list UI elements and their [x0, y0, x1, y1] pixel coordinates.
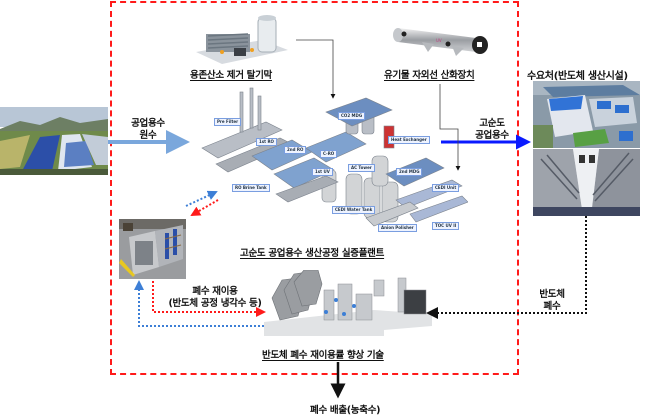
plant-to-reuse-arrow-red [190, 199, 219, 216]
plant-tag: Anion Polisher [378, 224, 417, 232]
consumer-label: 수요처(반도체 생산시설) [527, 71, 628, 82]
semiconductor-wastewater-label: 반도체 폐수 [539, 289, 565, 312]
semiconductor-wastewater-arrow [426, 216, 587, 319]
reuse-technology-label: 반도체 폐수 재이용률 향상 기술 [262, 350, 384, 361]
discharge-label: 폐수 배출(농축수) [310, 405, 381, 416]
plant-tag: 2nd RO [284, 146, 307, 154]
semiconductor-fab-aerial-photo [533, 81, 640, 148]
high-purity-water-label: 고순도 공업용수 [475, 118, 509, 141]
degassing-membrane-unit [192, 12, 292, 64]
wastewater-treatment-equipment [264, 269, 432, 336]
plant-tag: C-RO [320, 150, 338, 158]
cooling-water-reuse-facility-photo [119, 219, 186, 279]
raw-water-label: 공업용수 원수 [131, 118, 165, 141]
plant-tag: CEDI Water Tank [332, 206, 376, 214]
plant-tag: 1st UV [312, 168, 333, 176]
plant-tag: CO2 MDG [338, 112, 366, 120]
plant-tag: AC Tower [348, 164, 375, 172]
system-boundary-frame [110, 1, 519, 375]
uv-oxidation-reactor: UV [392, 14, 492, 60]
svg-text:UV: UV [436, 38, 442, 43]
reuse-supply-arrow-red [152, 281, 266, 317]
degassing-connector-line [296, 39, 336, 99]
uv-oxidation-label: 유기물 자외선 산화장치 [384, 70, 475, 81]
plant-tag: Heat Exchanger [388, 136, 430, 144]
plant-tag: TOC UV II [432, 222, 460, 230]
plant-tag: Pre Filter [214, 118, 242, 126]
plant-tag: 2nd MDG [396, 168, 423, 176]
wastewater-reuse-label: 폐수 재이용 (반도체 공정 냉각수 등) [168, 286, 262, 309]
degassing-membrane-label: 용존산소 제거 탈기막 [190, 70, 272, 81]
reuse-return-arrow-blue [134, 280, 264, 327]
plant-tag: 1st RO [256, 138, 277, 146]
cleanroom-interior-photo [533, 149, 640, 216]
plant-tag: RO Brine Tank [232, 184, 270, 192]
reuse-to-plant-arrow-blue [185, 190, 218, 207]
industrial-water-reservoir-photo [0, 107, 108, 175]
uv-connector-line [439, 84, 461, 171]
pilot-plant-label: 고순도 공업용수 생산공정 실증플랜트 [240, 248, 385, 259]
plant-tag: CEDI Unit [432, 184, 460, 192]
pure-water-pilot-plant-illustration: Pre Filter 1st RO 2nd RO C-RO CO2 MDG 1s… [196, 82, 469, 242]
